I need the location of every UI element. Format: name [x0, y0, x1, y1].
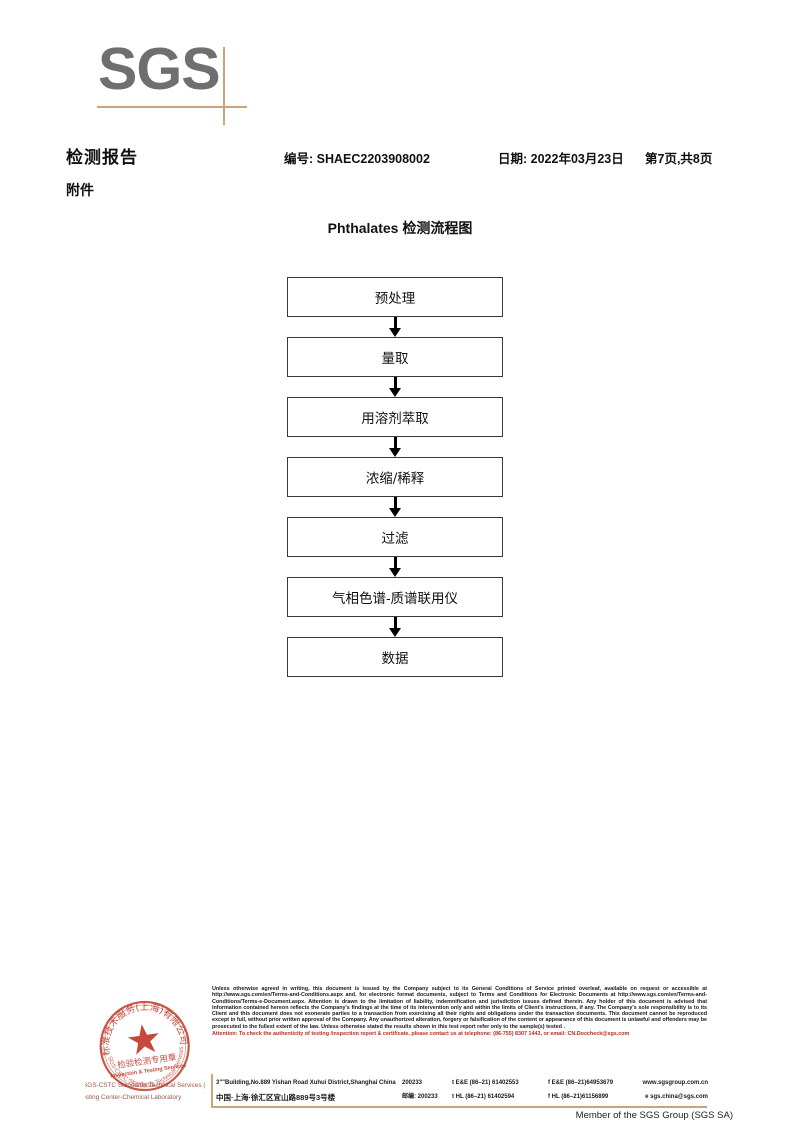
fax-ee: f E&E (86–21)64953679: [548, 1080, 614, 1086]
flowchart-step-label: 气相色谱-质谱联用仪: [331, 591, 459, 607]
sgs-logo-vertical-rule: [223, 47, 225, 125]
flowchart-step-label: 量取: [381, 351, 409, 367]
flowchart-step-label: 数据: [381, 651, 409, 667]
sgs-logo-horizontal-rule: [97, 106, 247, 108]
flowchart-step: 浓缩/稀释: [287, 457, 503, 497]
footer-disclaimer: Unless otherwise agreed in writing, this…: [212, 986, 707, 1037]
flowchart-step: 量取: [287, 337, 503, 377]
flowchart-step-label: 预处理: [374, 291, 416, 307]
table-row: 中国·上海·徐汇区宜山路889号3号楼 邮编: 200233 t HL (86–…: [216, 1091, 708, 1105]
website-url[interactable]: www.sgsgroup.com.cn: [642, 1080, 708, 1086]
report-number: 编号: SHAEC2203908002: [284, 152, 430, 166]
flowchart-step: 用溶剂萃取: [287, 397, 503, 437]
flowchart-step: 气相色谱-质谱联用仪: [287, 577, 503, 617]
address-divider-vertical: [211, 1074, 213, 1108]
table-row: 3""Building,No.889 Yishan Road Xuhui Dis…: [216, 1077, 708, 1091]
sgs-logo: SGS: [97, 36, 298, 125]
zip-en: 200233: [402, 1080, 423, 1086]
address-cn: 中国·上海·徐汇区宜山路889号3号楼: [216, 1092, 336, 1102]
page-title: 检测报告: [66, 148, 138, 167]
tel-hl: t HL (86–21) 61402594: [452, 1093, 515, 1100]
member-of-group-text: Member of the SGS Group (SGS SA): [575, 1110, 733, 1121]
flowchart-title: Phthalates 检测流程图: [327, 220, 473, 236]
svg-text:SGS-CSTC Standards Technical S: SGS-CSTC Standards Technical Services (S…: [85, 1082, 205, 1089]
flowchart-arrow-down-icon: [287, 377, 503, 397]
flowchart-step-label: 过滤: [381, 531, 409, 547]
disclaimer-text: Unless otherwise agreed in writing, this…: [212, 986, 707, 1030]
footer-address-table: 3""Building,No.889 Yishan Road Xuhui Dis…: [216, 1077, 708, 1104]
report-date: 日期: 2022年03月23日: [498, 152, 624, 166]
email-address[interactable]: e sgs.china@sgs.com: [645, 1093, 708, 1100]
flowchart-arrow-down-icon: [287, 497, 503, 517]
flowchart-step: 过滤: [287, 517, 503, 557]
flowchart-arrow-down-icon: [287, 557, 503, 577]
address-divider-horizontal: [211, 1106, 707, 1108]
flowchart-step: 预处理: [287, 277, 503, 317]
flowchart-arrow-down-icon: [287, 437, 503, 457]
zip-cn: 邮编: 200233: [402, 1093, 438, 1100]
flowchart-step: 数据: [287, 637, 503, 677]
address-en: 3""Building,No.889 Yishan Road Xuhui Dis…: [216, 1080, 396, 1086]
flowchart: 预处理 量取 用溶剂萃取 浓缩/稀释 过滤 气相色谱-质谱联用仪 数据: [287, 277, 503, 677]
tel-ee: t E&E (86–21) 61402553: [452, 1080, 519, 1086]
flowchart-arrow-down-icon: [287, 317, 503, 337]
flowchart-arrow-down-icon: [287, 617, 503, 637]
svg-text:Testing Center-Chemical Labora: Testing Center-Chemical Laboratory: [85, 1094, 182, 1101]
flowchart-step-label: 浓缩/稀释: [365, 471, 425, 487]
page-indicator: 第7页,共8页: [645, 152, 713, 166]
fax-hl: f HL (86–21)61156899: [548, 1093, 609, 1100]
disclaimer-attention: Attention: To check the authenticity of …: [212, 1030, 630, 1037]
flowchart-step-label: 用溶剂萃取: [361, 411, 429, 427]
company-seal-stamp-icon: 标准技术服务(上海)有限公司 检验检测专用章 Inspection & Test…: [85, 988, 205, 1108]
page-subtitle: 附件: [66, 182, 94, 198]
sgs-logo-text: SGS: [98, 36, 221, 102]
